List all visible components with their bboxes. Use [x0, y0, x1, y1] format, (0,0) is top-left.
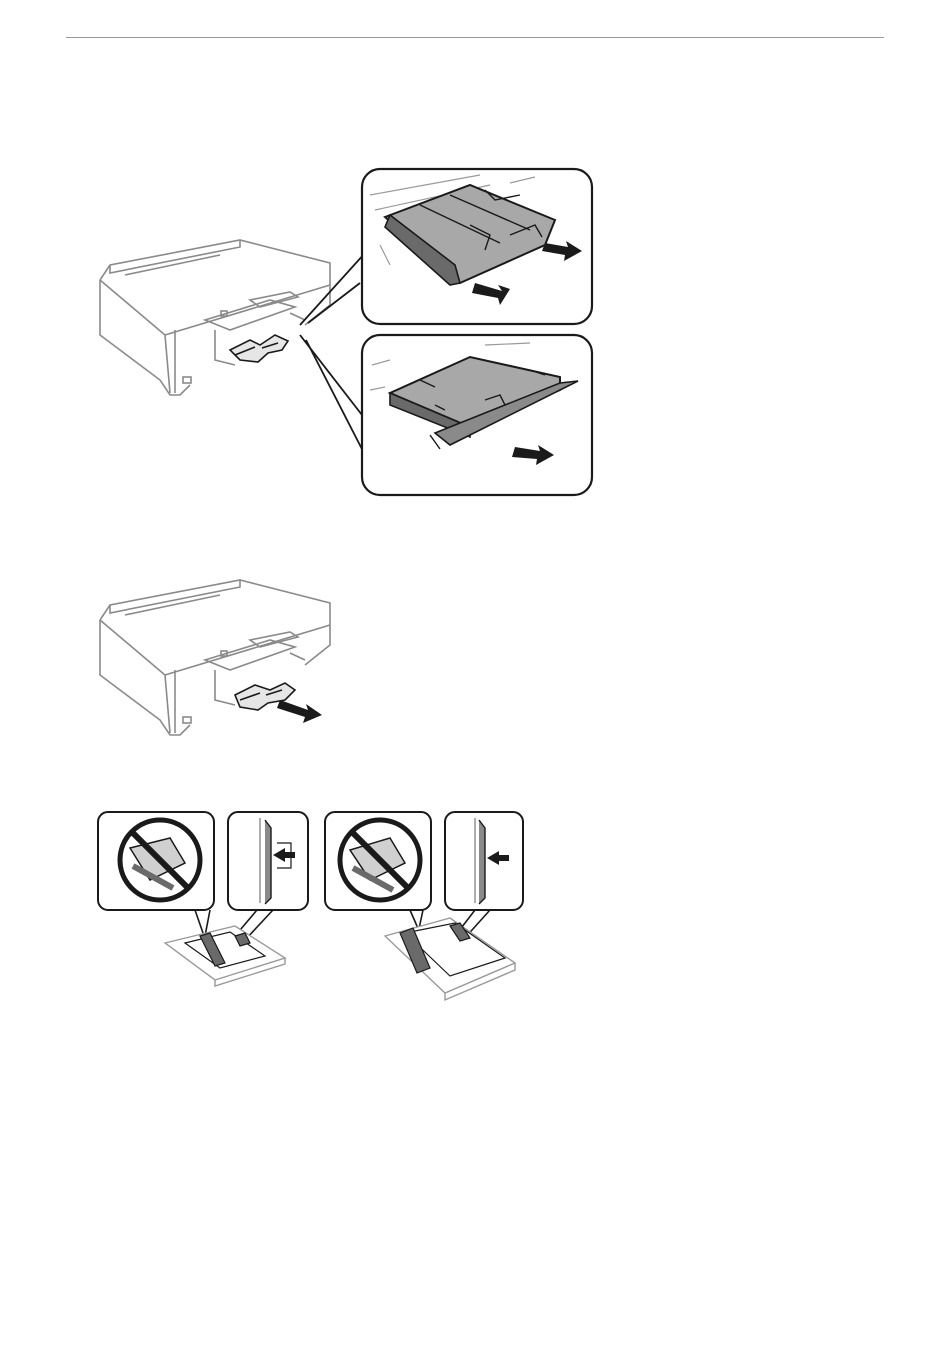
- guide-detail-left: [228, 812, 308, 910]
- callout-panel-top: [362, 169, 592, 324]
- callout-panel-bottom: [362, 335, 592, 495]
- printer-jam-tray-illustration: [90, 165, 600, 500]
- header-rule: [66, 37, 884, 38]
- edge-guide-illustration: [95, 808, 527, 1008]
- printer-pull-paper-illustration: [90, 575, 350, 740]
- paper-tray-small: [165, 926, 285, 986]
- guide-detail-right: [445, 812, 523, 910]
- paper-tray-large: [385, 918, 515, 1000]
- warning-panel-right-1: [325, 812, 431, 910]
- warning-panel-left-1: [98, 812, 214, 910]
- figure-edge-guides: [95, 808, 527, 1008]
- pull-arrow-icon: [277, 700, 322, 723]
- figure-pull-paper: [90, 575, 350, 740]
- figure-tray-removal: [90, 165, 600, 500]
